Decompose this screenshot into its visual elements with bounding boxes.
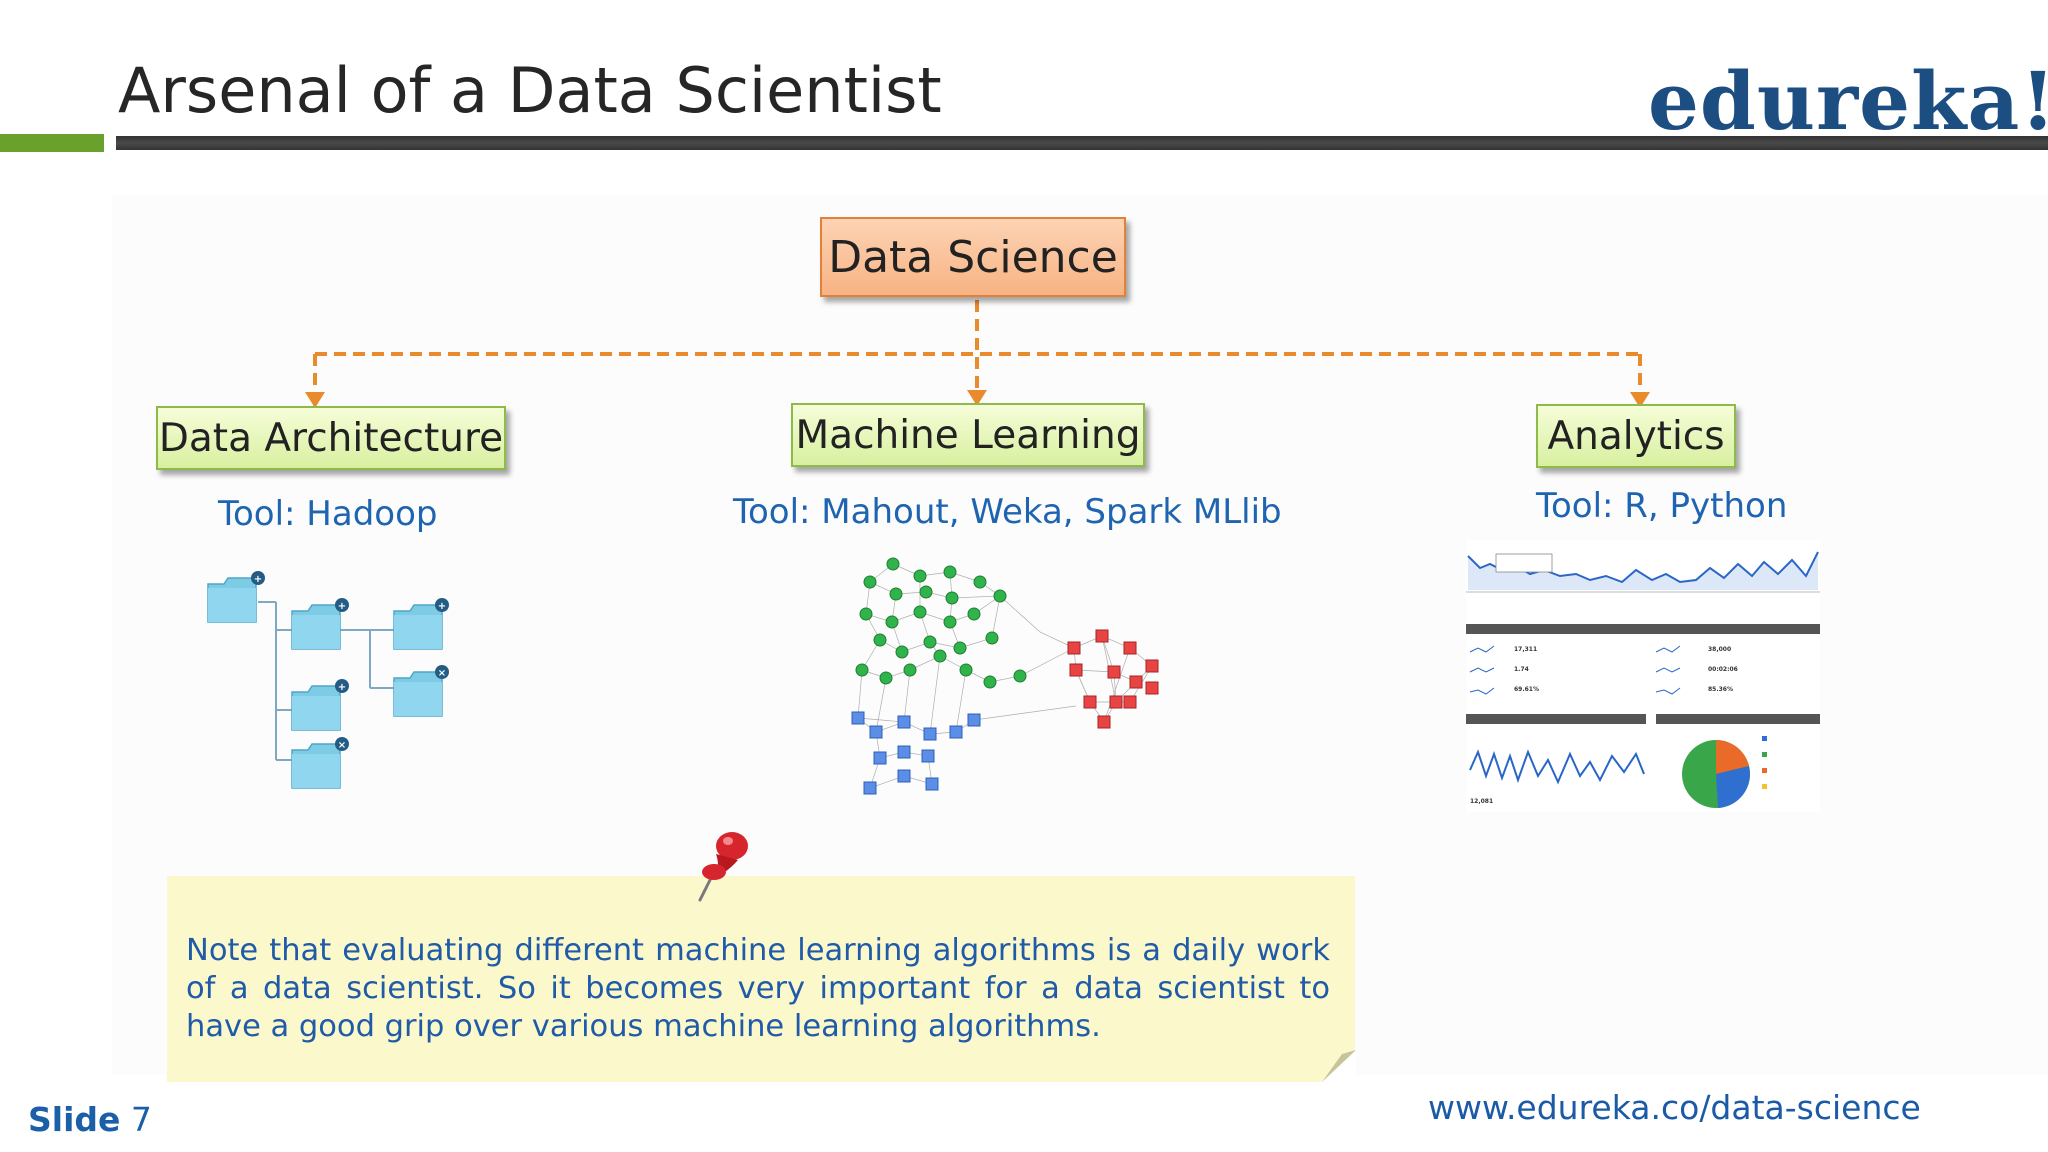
folder-icon [291,685,341,731]
svg-text:+: + [254,574,262,585]
svg-text:×: × [438,668,446,679]
branch-data-architecture: Data Architecture [156,406,506,470]
stat-visits: 17,311 [1514,646,1538,653]
folder-icon [207,577,257,623]
slide-label: Slide [28,1100,121,1139]
tool-ml-libraries: Tool: Mahout, Weka, Spark MLlib [733,492,1282,532]
arrow-data-architecture [305,392,325,408]
stat-total-visits: 12,081 [1470,798,1494,805]
red-cluster [1067,629,1159,729]
folder-icon [291,743,341,789]
pie-chart-icon [1682,740,1750,808]
accent-bar [0,134,104,152]
folder-icon [393,671,443,717]
plus-icon: + [335,679,349,693]
analytics-dashboard-thumbnail: 17,311 1.74 69.61% 38,000 00:02:06 85.36… [1466,540,1820,812]
sticky-note [167,876,1355,1082]
close-icon: × [335,737,349,751]
title-underline-bar [116,136,2048,150]
arrow-machine-learning [967,390,987,406]
arrow-analytics [1630,392,1650,408]
note-folded-corner [1322,1050,1356,1082]
folder-icon [393,604,443,650]
stat-pageviews: 38,000 [1708,646,1732,653]
tool-hadoop: Tool: Hadoop [218,494,438,534]
green-cluster [855,557,1027,689]
folder-tree-illustration: + + + × + × [207,571,449,789]
root-node-data-science: Data Science [820,217,1126,297]
branch-analytics: Analytics [1536,404,1736,468]
line-chart-icon [1466,551,1820,808]
slide-title: Arsenal of a Data Scientist [118,54,942,127]
svg-text:+: + [338,601,346,612]
stat-duration: 00:02:06 [1708,666,1738,673]
stat-pages: 1.74 [1514,666,1529,673]
slide-number: Slide 7 [28,1100,152,1139]
pushpin-icon [698,832,748,902]
svg-text:×: × [338,740,346,751]
edureka-logo: edureka! [1648,54,2048,148]
network-graph-icon [851,557,1159,795]
blue-cluster [851,711,981,795]
svg-text:+: + [338,682,346,693]
stat-new-visits: 85.36% [1708,686,1733,693]
plus-icon: + [435,598,449,612]
close-icon: × [435,665,449,679]
stat-bounce: 69.61% [1514,686,1539,693]
note-text: Note that evaluating different machine l… [186,933,1330,1044]
plus-icon: + [335,598,349,612]
folder-icon [291,604,341,650]
footer-url[interactable]: www.edureka.co/data-science [1428,1088,1921,1127]
slide-number-value: 7 [130,1100,152,1139]
plus-icon: + [251,571,265,585]
branch-machine-learning: Machine Learning [791,403,1145,467]
tool-r-python: Tool: R, Python [1536,486,1788,526]
svg-text:+: + [438,601,446,612]
